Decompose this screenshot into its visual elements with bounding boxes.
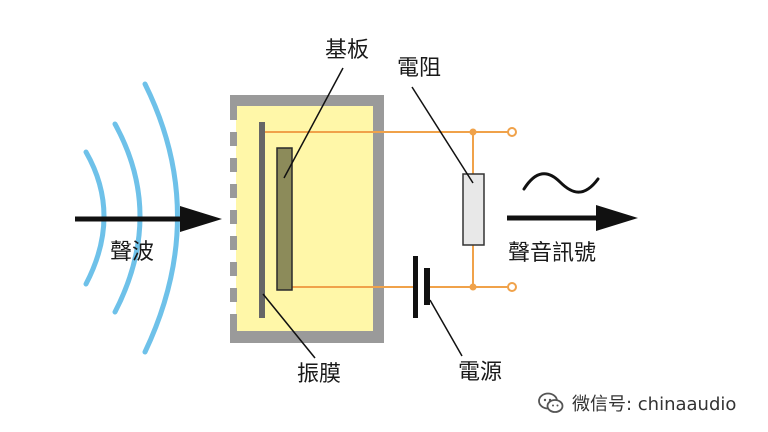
- label-audio-signal: 聲音訊號: [508, 241, 597, 266]
- sound-input-arrow: [75, 206, 222, 232]
- output-terminal-top: [507, 127, 517, 137]
- leader-lines: [262, 67, 474, 359]
- casing-vent-slots: [230, 106, 237, 331]
- circuit-wires: [262, 131, 508, 288]
- wechat-icon: [538, 392, 564, 413]
- output-terminal-bottom: [507, 282, 517, 292]
- battery-symbol: [413, 256, 430, 318]
- label-substrate: 基板: [325, 38, 370, 63]
- label-power-source: 電源: [458, 360, 503, 385]
- watermark-text: 微信号: chinaaudio: [572, 394, 737, 415]
- sine-wave-icon: [522, 172, 600, 194]
- audio-output-arrow: [507, 205, 638, 231]
- circuit-nodes: [469, 127, 517, 292]
- label-diaphragm: 振膜: [297, 362, 342, 387]
- diaphragm-plate: [259, 122, 265, 318]
- junction-dot-bottom: [469, 283, 477, 291]
- label-resistor: 電阻: [397, 56, 442, 81]
- junction-dot-top: [469, 128, 477, 136]
- label-sound-wave: 聲波: [110, 240, 155, 265]
- watermark: 微信号: chinaaudio: [538, 390, 736, 416]
- substrate-plate: [276, 147, 293, 291]
- resistor-element: [462, 173, 485, 246]
